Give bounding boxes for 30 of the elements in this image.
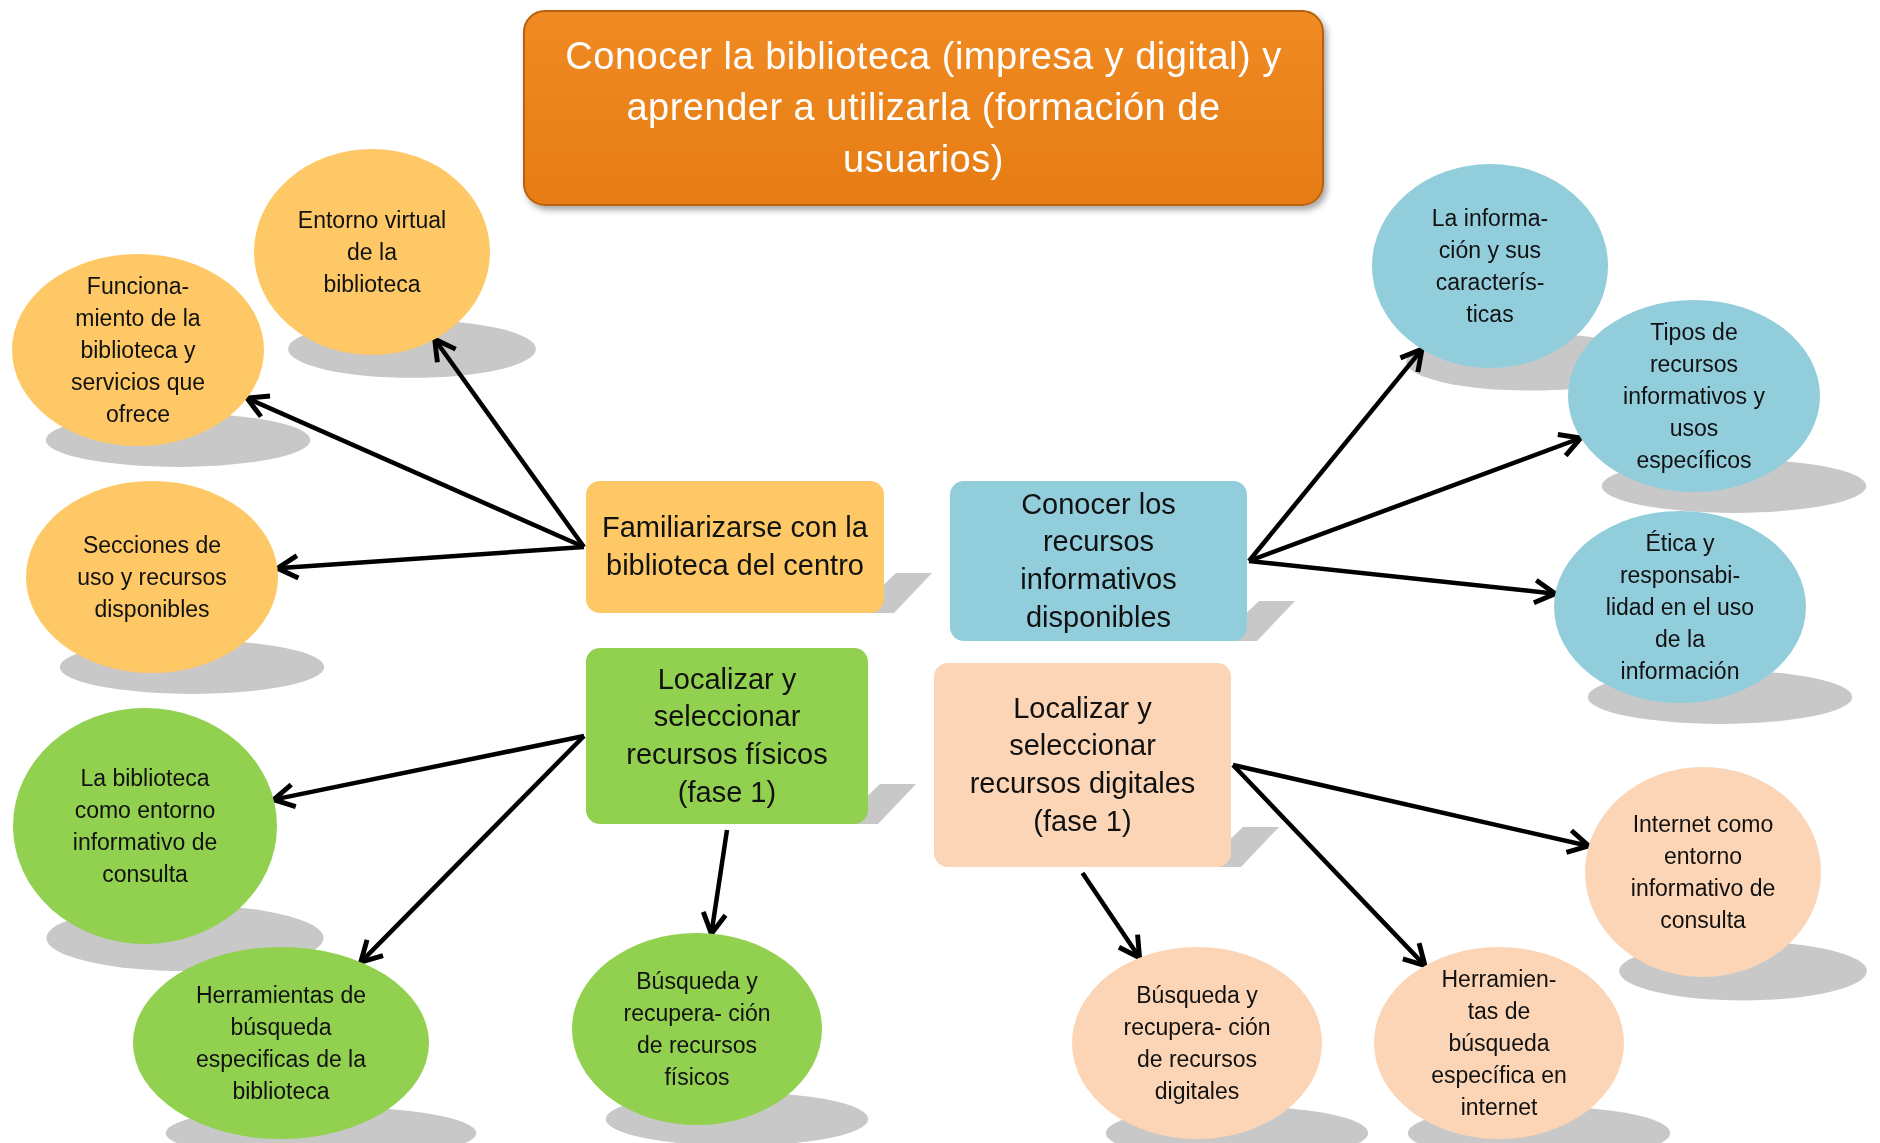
topic-text: Tipos de recursos informativos y usos específicos: [1622, 317, 1766, 476]
topic-box: [950, 481, 1247, 641]
arrow: [271, 733, 585, 810]
topic-text: Secciones de uso y recursos disponibles: [77, 530, 227, 625]
topic-box: [586, 481, 884, 613]
topic-text: Funciona- miento de la biblioteca y servicios que ofrece: [69, 271, 207, 430]
arrow: [1247, 346, 1425, 563]
topic-box: [934, 663, 1231, 867]
topic-text: La informa- ción y sus caracterís- ticas: [1430, 203, 1550, 330]
arrow: [1231, 763, 1428, 969]
topic-text: Entorno virtual de la biblioteca: [297, 205, 447, 300]
topic-text: Herramientas de búsqueda especificas de la biblioteca: [194, 980, 367, 1107]
arrow: [275, 544, 585, 581]
title-box: [523, 10, 1324, 206]
topic-text: Localizar y seleccionar recursos digitales (fase 1): [968, 690, 1197, 839]
topic-text: Herramien- tas de búsqueda específica en internet: [1430, 964, 1568, 1123]
title-text: Conocer la biblioteca (impresa y digital) y aprender a utilizarla (formación de usuarios): [564, 34, 1283, 182]
topic-text: Internet como entorno informativo de consulta: [1629, 809, 1777, 936]
topic-text: Familiarizarse con la biblioteca del centro: [601, 510, 869, 583]
topic-text: La biblioteca como entorno informativo de consulta: [71, 763, 219, 890]
arrow: [358, 734, 586, 965]
topic-text: Localizar y seleccionar recursos físicos (fase 1): [625, 661, 829, 810]
arrow: [432, 336, 586, 549]
topic-text: Ética y responsabi- lidad en el uso de la información: [1605, 528, 1755, 687]
arrow: [1080, 871, 1143, 961]
topic-box: [586, 648, 868, 824]
arrow: [1232, 762, 1592, 855]
topic-text: Búsqueda y recupera- ción de recursos digitales: [1122, 980, 1272, 1107]
topic-text: Conocer los recursos informativos disponibles: [1019, 486, 1178, 635]
topic-text: Búsqueda y recupera- ción de recursos físicos: [622, 966, 772, 1093]
